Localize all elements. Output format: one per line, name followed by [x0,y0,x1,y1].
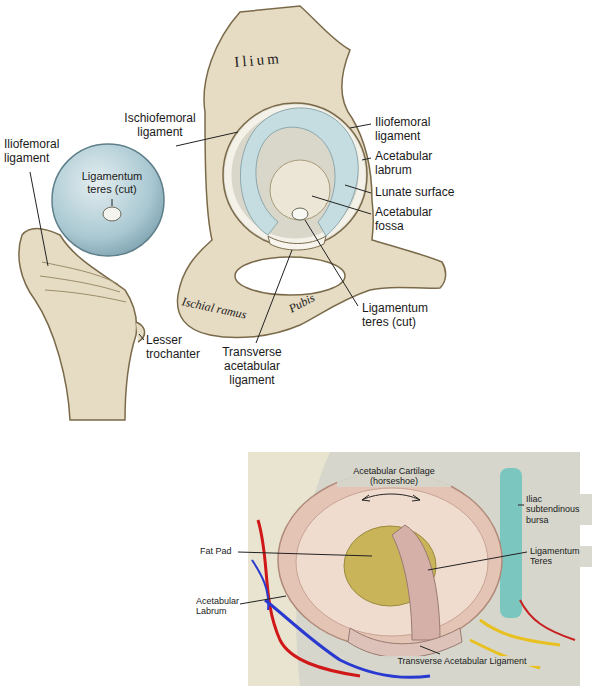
illustration-path [252,560,268,610]
part-label: Lunate surface [375,186,487,200]
part-label: Transverse acetabular ligament [212,346,292,387]
part-label: Ligamentum teres (cut) [362,302,446,330]
illustration-line [176,132,238,146]
part-label: Lesser trochanter [146,334,226,362]
leader-lines [30,124,371,343]
part-label: Ligamentum teres (cut) [72,170,152,195]
illustration-path [136,322,145,342]
leader-lines [238,505,527,654]
illustration-path [362,495,420,501]
illustration-circle [223,103,367,247]
render-panel [248,452,580,686]
part-label: Transverse Acetabular Ligament [375,656,549,666]
illustration-line [112,199,113,206]
illustration-path [19,229,137,420]
illustration-circle [52,144,164,256]
part-label: Acetabular Cartilage (horseshoe) [337,466,451,487]
illustration-path [348,628,462,658]
illustration-line [362,158,371,160]
part-label: Iliofemoral ligament [375,116,459,144]
part-label: Ligamentum Teres [528,546,592,567]
illustration-line [312,196,371,214]
illustration-circle [228,108,362,242]
part-label: Acetabular labrum [375,150,459,178]
illustration-line [238,552,372,556]
illustration-ellipse [296,488,488,636]
illustration-line [30,172,48,266]
illustration-line [139,334,144,340]
part-label: Acetabular fossa [375,206,459,234]
part-label: Fat Pad [200,546,244,556]
illustration-path [40,262,126,302]
illustration-line [256,250,292,343]
part-label: Acetabular Labrum [196,596,246,617]
illustration-line [428,552,527,570]
illustration-line [420,646,440,654]
illustration-rect [248,452,580,686]
illustration-path [268,236,326,250]
illustration-ellipse [103,207,121,221]
illustration-ellipse [292,208,308,220]
part-label: Iliac subtendinous bursa [524,494,592,525]
part-label: Iliofemoral ligament [4,138,84,166]
illustration-line [240,596,286,604]
illustration-path [392,525,440,640]
illustration-circle [270,160,330,220]
femur [19,144,164,420]
illustration-line [350,124,371,128]
illustration-path [520,600,575,640]
part-label: Ischiofemoral ligament [110,112,210,140]
illustration-rect [500,468,522,618]
illustration-ellipse [235,257,345,295]
illustration-path [240,108,358,236]
illustration-ellipse [278,472,502,648]
illustration-line [345,185,371,193]
illustration-path [362,494,420,500]
